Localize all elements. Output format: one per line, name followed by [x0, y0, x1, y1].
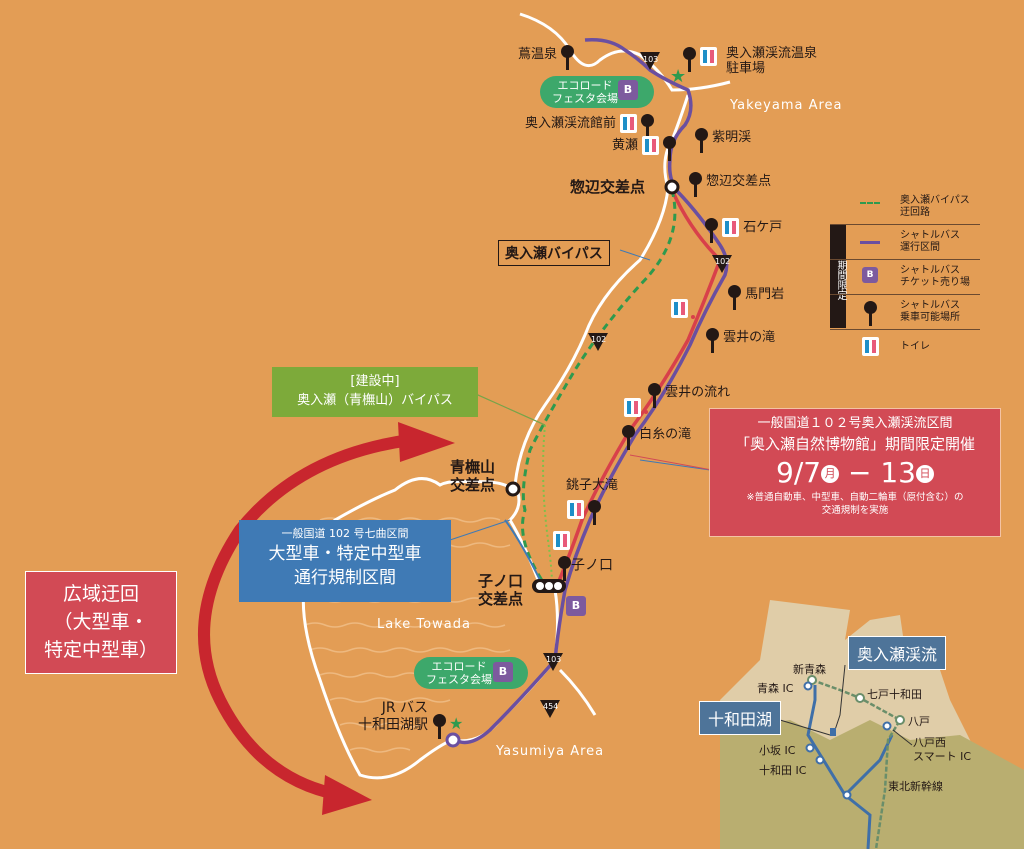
inset-aomori-ic: 青森 IC	[757, 682, 794, 695]
svg-text:★: ★	[670, 66, 686, 87]
legend-item-bypass: 奥入瀬バイパス迂回路	[900, 195, 970, 218]
stop-jr-towadako[interactable]: JR バス十和田湖駅	[358, 700, 428, 733]
bypass-detour	[521, 189, 677, 586]
bus-stop-icon	[683, 47, 696, 66]
restriction-zone-box: 一般国道 102 号七曲区間大型車・特定中型車通行規制区間	[239, 520, 451, 602]
stop-mamonniwa[interactable]: 馬門岩	[728, 285, 784, 304]
inset-shinkansen: 東北新幹線	[888, 780, 943, 793]
jr-bus-stop-circle	[445, 732, 461, 748]
area-yasumiya: Yasumiya Area	[496, 744, 605, 759]
legend-shuttle-line	[860, 241, 880, 244]
inset-hachinohe-nishi: 八戸西スマート IC	[913, 736, 972, 763]
ticket-booth-icon: B	[566, 596, 586, 616]
wide-detour-box: 広域迂回（大型車・特定中型車）	[25, 571, 177, 674]
intersection-aokusu-label: 青橅山交差点	[450, 458, 496, 494]
legend-item-shuttle: シャトルバス運行区間	[900, 230, 960, 253]
toilet-icon	[700, 47, 718, 66]
construction-bypass	[542, 424, 553, 586]
inset-label-towada-lake: 十和田湖	[699, 701, 782, 735]
stop-kise[interactable]: 黄瀬	[612, 136, 677, 155]
ticket-booth-icon: B	[493, 662, 513, 682]
toilet-icon	[567, 500, 584, 519]
route-454-label: 454	[543, 702, 559, 711]
bus-stop-icon	[663, 136, 677, 155]
inset-towada-ic: 十和田 IC	[759, 764, 807, 777]
detour-arrow	[198, 434, 411, 801]
bus-stop-icon	[695, 128, 708, 147]
bus-stop-icon	[433, 714, 446, 733]
bus-stop-icon	[588, 500, 602, 519]
bus-stop-icon	[728, 285, 741, 304]
inset-kosaka-ic: 小坂 IC	[759, 744, 796, 757]
bus-stop-icon	[864, 301, 877, 320]
stop-shimeikei[interactable]: 紫明渓	[695, 128, 751, 147]
toilet-icon	[862, 337, 879, 356]
route-102-label: 102	[715, 257, 731, 266]
inset-shichinohe: 七戸十和田	[867, 688, 922, 701]
bus-stop-icon	[648, 383, 661, 402]
inset-label-oirase: 奥入瀬渓流	[848, 636, 947, 670]
bypass-label: 奥入瀬バイパス	[498, 240, 610, 266]
bus-stop-icon	[689, 172, 702, 191]
shuttle-route	[454, 37, 729, 745]
map-legend: 期間限定 奥入瀬バイパス迂回路 シャトルバス運行区間 B シャトルバスチケット売り…	[830, 190, 980, 364]
stop-kumoi-nagare[interactable]: 雲井の流れ	[648, 383, 730, 402]
eco-fest-venue-south[interactable]: エコロードフェスタ会場	[414, 657, 528, 689]
area-yakeyama: Yakeyama Area	[730, 98, 843, 113]
legend-item-ticket: シャトルバスチケット売り場	[900, 265, 970, 288]
stop-tsuta[interactable]: 蔦温泉	[518, 45, 575, 64]
stop-ishigedo[interactable]: 石ケ戸	[705, 218, 782, 237]
stop-shiraito[interactable]: 白糸の滝	[622, 425, 691, 444]
stop-nenokuchi[interactable]: 子ノ口	[558, 556, 613, 575]
toilet-icon	[722, 218, 740, 237]
toilet-icon	[620, 114, 638, 133]
svg-text:★: ★	[449, 714, 463, 733]
inset-shin-aomori: 新青森	[793, 663, 826, 676]
legend-item-toilet: トイレ	[900, 341, 930, 352]
stop-onsen-parking[interactable]	[683, 47, 718, 66]
stop-kumoi-taki[interactable]: 雲井の滝	[706, 328, 775, 347]
intersection-sobe-label: 惣辺交差点	[570, 178, 646, 196]
intersection-nenokuchi-label: 子ノ口交差点	[478, 572, 524, 608]
legend-bypass-line	[860, 202, 880, 204]
inset-map	[720, 600, 1024, 849]
ticket-booth-icon: B	[618, 80, 638, 100]
construction-bypass-box: [建設中]奥入瀬（青橅山）バイパス	[272, 367, 478, 417]
stop-choshi-label: 銚子大滝	[566, 478, 619, 493]
route-103-label: 103	[643, 55, 659, 64]
legend-limited-period: 期間限定	[830, 224, 846, 328]
toilet-icon	[671, 299, 688, 318]
legend-item-stop: シャトルバス乗車可能場所	[900, 300, 960, 323]
stop-onsen-parking-label: 奥入瀬渓流温泉駐車場	[726, 46, 818, 76]
route-102-label: 102	[591, 335, 607, 344]
bus-stop-icon	[641, 114, 655, 133]
bus-stop-icon	[705, 218, 718, 237]
inset-hachinohe: 八戸	[908, 715, 930, 728]
area-lake-towada: Lake Towada	[377, 617, 471, 632]
stop-kanmae[interactable]: 奥入瀬渓流館前	[525, 114, 655, 133]
bus-stop-icon	[706, 328, 719, 347]
bus-stop-icon	[561, 45, 575, 64]
bus-stop-icon	[622, 425, 635, 444]
toilet-icon	[642, 136, 660, 155]
ticket-booth-icon: B	[862, 267, 878, 283]
intersection-sobe	[664, 179, 680, 195]
intersection-aokusu	[505, 481, 521, 497]
stop-choshi[interactable]	[567, 500, 602, 519]
route-103-label: 103	[546, 655, 562, 664]
toilet-icon	[553, 531, 570, 550]
bus-stop-icon	[558, 556, 571, 575]
toilet-icon	[624, 398, 641, 417]
stop-sobe[interactable]: 惣辺交差点	[689, 172, 771, 191]
